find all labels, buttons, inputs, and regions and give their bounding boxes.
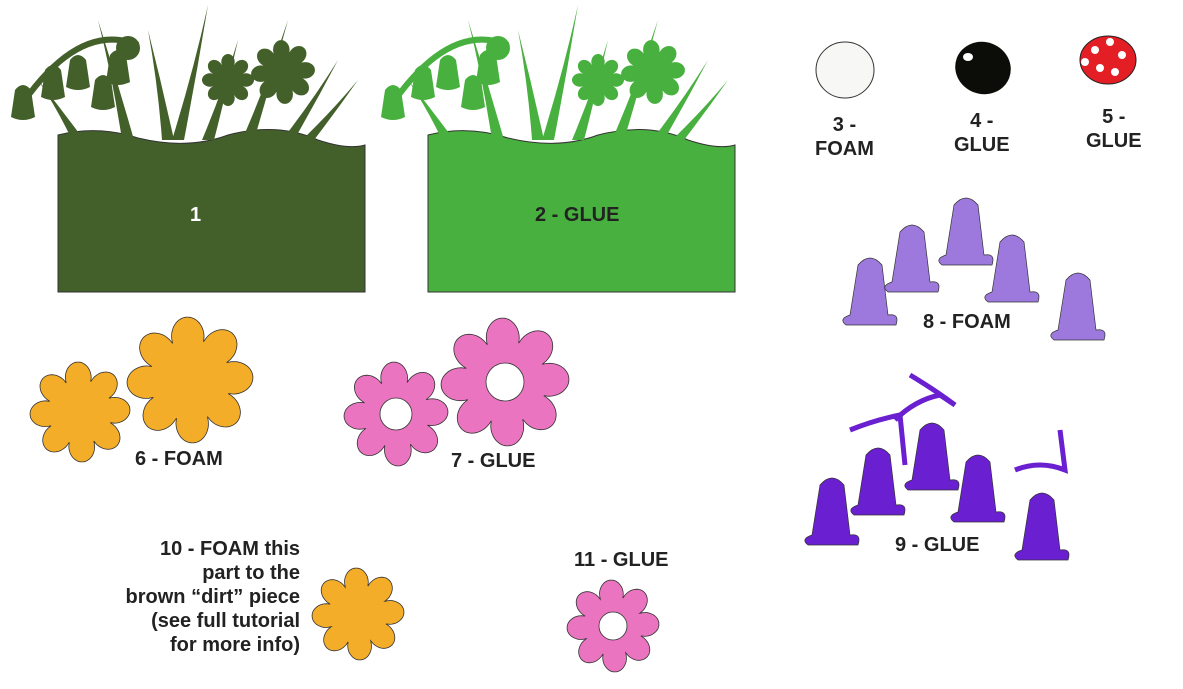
bud <box>116 36 140 60</box>
piece-1-label: 1 <box>190 204 202 226</box>
label-line: for more info) <box>170 634 300 656</box>
bluebell-piece <box>842 257 898 326</box>
bluebell-piece <box>950 454 1006 523</box>
piece-5-ladybug <box>1079 35 1137 85</box>
grass-blade <box>518 30 544 140</box>
bluebell-silhouette <box>381 85 405 120</box>
piece-4-black-oval <box>955 41 1011 95</box>
piece-4-label: 4 - GLUE <box>954 109 1010 157</box>
piece-9-bluebells <box>804 372 1070 561</box>
piece-10-flower <box>311 567 405 661</box>
piece-10-label: 10 - FOAM this part to the brown “dirt” … <box>90 537 300 657</box>
ladybug-spot <box>1111 68 1119 76</box>
piece-2-grass-light <box>381 5 736 293</box>
bluebell-piece <box>884 224 940 293</box>
grass-blade <box>542 5 578 140</box>
ladybug-spot <box>1118 51 1126 59</box>
grass-blade <box>172 5 208 140</box>
piece-3-white-oval <box>815 41 875 99</box>
grass-blade <box>148 30 174 140</box>
dirt-panel <box>57 129 366 293</box>
bluebell-silhouette <box>11 85 35 120</box>
flower-silhouette <box>202 54 254 106</box>
piece-1-grass-dark <box>11 5 366 293</box>
piece-6-flower-large <box>126 316 254 444</box>
piece-9-label: 9 - GLUE <box>895 534 980 556</box>
bluebell-silhouette <box>91 75 115 110</box>
bud <box>486 36 510 60</box>
bluebell-silhouette <box>411 65 435 100</box>
flower-center-hole <box>379 397 413 431</box>
piece-6-label: 6 - FOAM <box>135 448 223 470</box>
flower-center-hole <box>598 611 628 641</box>
flower-silhouette <box>572 54 624 106</box>
bluebell-piece <box>850 447 906 516</box>
bluebell-stem <box>849 412 908 466</box>
ladybug-spot <box>1106 38 1114 46</box>
bluebell-piece <box>984 234 1040 303</box>
label-line: FOAM <box>815 138 874 160</box>
flower-silhouette <box>251 40 315 104</box>
label-line: brown “dirt” piece <box>125 586 300 608</box>
bluebell-silhouette <box>41 65 65 100</box>
dirt-panel <box>427 129 736 293</box>
label-line: (see full tutorial <box>151 610 300 632</box>
bluebell-piece <box>1014 492 1070 561</box>
piece-11-label: 11 - GLUE <box>574 549 669 571</box>
label-line: GLUE <box>1086 130 1142 152</box>
ladybug-spot <box>1096 64 1104 72</box>
bluebell-silhouette <box>461 75 485 110</box>
label-line: GLUE <box>954 134 1010 156</box>
bluebell-stem <box>893 372 957 422</box>
bluebell-piece <box>804 477 860 546</box>
bluebell-piece <box>904 422 960 491</box>
piece-2-label: 2 - GLUE <box>535 204 620 226</box>
label-line: 3 - <box>832 114 857 136</box>
piece-3-label: 3 - FOAM <box>815 113 874 161</box>
label-line: 10 - FOAM this <box>159 538 300 560</box>
piece-8-label: 8 - FOAM <box>923 311 1011 333</box>
ladybug-spot <box>1081 58 1089 66</box>
piece-7-label: 7 - GLUE <box>451 450 536 472</box>
flower-silhouette <box>621 40 685 104</box>
piece-5-label: 5 - GLUE <box>1086 105 1142 153</box>
label-line: 5 - <box>1102 106 1126 128</box>
piece-6-flower-small <box>29 361 131 463</box>
label-line: part to the <box>202 562 300 584</box>
bluebell-piece <box>938 197 994 266</box>
flower-pieces <box>29 316 660 673</box>
bluebell-piece <box>1050 272 1106 341</box>
label-line: 4 - <box>970 110 994 132</box>
flower-center-hole <box>485 362 525 402</box>
ladybug-spot <box>1091 46 1099 54</box>
bluebell-stem <box>1014 429 1069 474</box>
bluebell-silhouette <box>436 55 460 90</box>
piece-8-bluebells <box>842 197 1106 341</box>
bluebell-silhouette <box>66 55 90 90</box>
